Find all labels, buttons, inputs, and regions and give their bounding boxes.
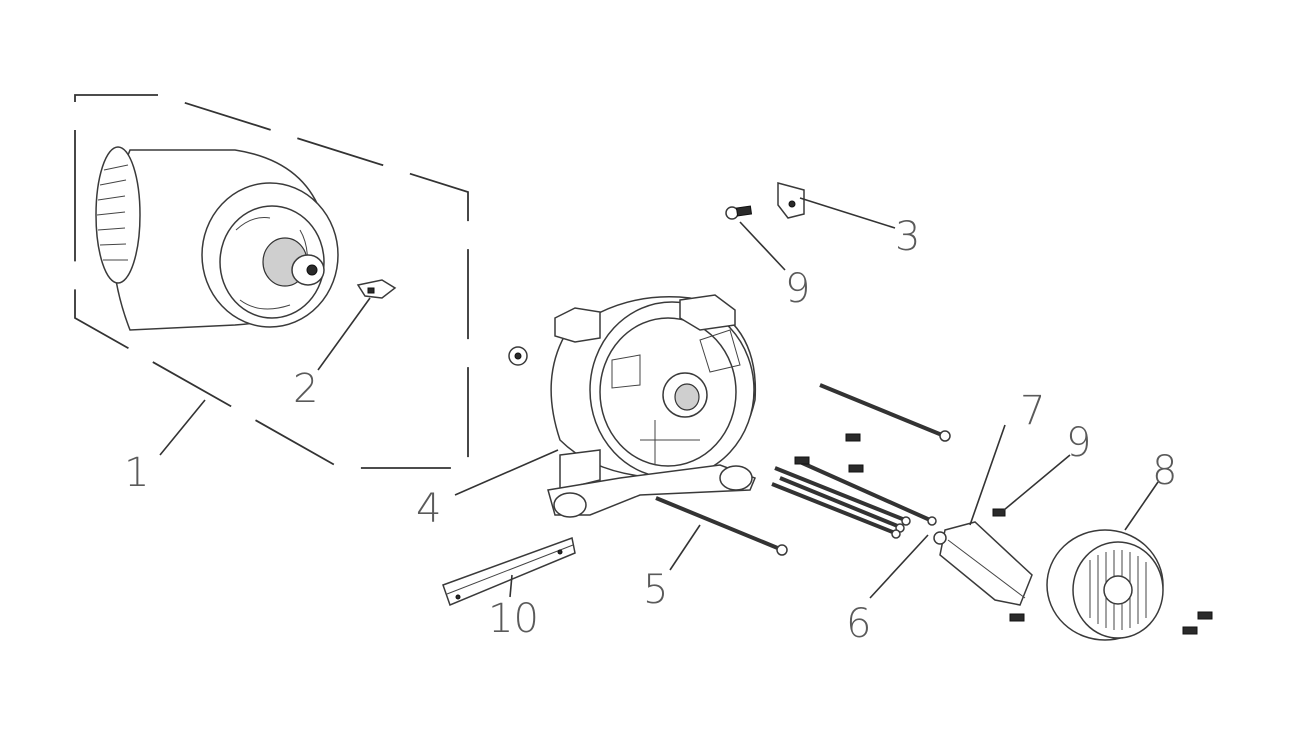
mounting-bracket (777, 182, 805, 219)
leader-lines (159, 197, 1159, 599)
callout-4: 4 (416, 486, 441, 532)
terminal-clip (356, 279, 397, 299)
assembly-1-boundary (74, 94, 469, 469)
callout-9-lower: 9 (1066, 420, 1091, 466)
long-bolt-lower (655, 496, 788, 556)
callout-8: 8 (1152, 448, 1177, 494)
stator-rotor-assembly (95, 146, 339, 331)
mounting-rail (442, 536, 576, 606)
callout-9-upper: 9 (785, 266, 810, 312)
screw-upper (725, 205, 753, 220)
motor-housing (508, 294, 757, 518)
callout-5: 5 (643, 567, 668, 613)
small-screws (794, 433, 1213, 635)
callout-2: 2 (293, 366, 318, 412)
terminal-box (933, 521, 1033, 606)
callout-1: 1 (124, 450, 149, 496)
tie-rod-set (771, 460, 937, 539)
callout-6: 6 (846, 601, 871, 647)
fan-cover (1046, 529, 1164, 641)
callout-7: 7 (1020, 388, 1045, 434)
callout-3: 3 (895, 214, 920, 260)
long-bolt-upper (819, 383, 951, 442)
callout-10: 10 (488, 596, 539, 642)
callout-labels: 1 2 3 9 4 5 6 7 9 8 10 (124, 214, 1177, 647)
